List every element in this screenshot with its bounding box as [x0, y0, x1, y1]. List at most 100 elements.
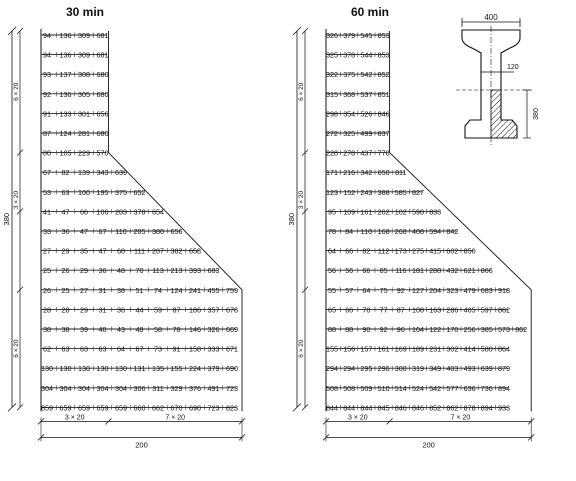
temperature-value: 323	[446, 286, 458, 295]
temperature-value: 94	[43, 31, 51, 40]
temperature-value: 139	[78, 168, 90, 177]
temperature-value: 131	[134, 364, 146, 373]
temperature-value: 309	[78, 51, 90, 60]
temperature-value: 859	[41, 403, 53, 412]
temperature-value: 256	[464, 325, 476, 334]
temperature-value: 594	[429, 227, 441, 236]
temperature-value: 92	[43, 90, 51, 99]
temperature-value: 295	[360, 364, 372, 373]
temperature-value: 322	[326, 70, 338, 79]
temperature-value: 36	[99, 266, 107, 275]
temperature-value: 852	[378, 70, 390, 79]
temperature-value: 90	[362, 325, 370, 334]
width-label: 200	[135, 440, 148, 449]
dimension-tick	[301, 286, 309, 294]
temperature-value: 82	[362, 247, 370, 256]
temperature-value: 158	[189, 345, 201, 354]
temperature-value: 662	[152, 403, 164, 412]
temperature-value: 96	[397, 325, 405, 334]
temperature-value: 680	[97, 70, 109, 79]
temperature-value: 27	[80, 286, 88, 295]
temperature-value: 170	[446, 325, 458, 334]
temperature-value: 778	[378, 149, 390, 158]
temperature-value: 67	[99, 227, 107, 236]
temperature-value: 878	[464, 403, 476, 412]
temperature-value: 57	[345, 286, 353, 295]
temperature-value: 136	[60, 31, 72, 40]
bottom-right-spacing-label: 7 × 20	[451, 414, 471, 421]
temperature-value: 311	[152, 384, 163, 393]
temperature-value: 56	[345, 266, 353, 275]
temperature-value: 70	[136, 266, 144, 275]
temperature-value: 155	[171, 364, 183, 373]
temperature-value: 82	[62, 168, 70, 177]
temperature-value: 111	[134, 247, 145, 256]
temperature-value: 639	[115, 168, 127, 177]
temperature-value: 36	[62, 227, 70, 236]
temperature-value: 43	[117, 325, 125, 334]
temperature-value: 894	[498, 384, 510, 393]
temperature-value: 80	[43, 149, 51, 158]
temperature-value: 108	[412, 305, 424, 314]
dimension-tick	[292, 403, 302, 412]
flange-width-label: 400	[484, 13, 498, 22]
temperature-value: 326	[326, 31, 338, 40]
temperature-value: 73	[154, 345, 162, 354]
temperature-value: 846	[395, 403, 407, 412]
temperature-value: 683	[481, 286, 493, 295]
temperature-value: 68	[117, 247, 125, 256]
temperature-value: 380	[152, 227, 164, 236]
temperature-value: 136	[60, 90, 72, 99]
temperature-value: 304	[97, 384, 109, 393]
temperature-value: 304	[60, 384, 72, 393]
temperature-value: 110	[361, 227, 372, 236]
temperature-value: 678	[226, 305, 238, 314]
temperature-value: 508	[343, 384, 355, 393]
temperature-value: 105	[60, 149, 72, 158]
temperature-value: 597	[481, 305, 493, 314]
temperature-value: 28	[43, 305, 51, 314]
temperature-value: 670	[171, 403, 183, 412]
height-label: 380	[2, 213, 11, 226]
temperature-value: 275	[412, 247, 424, 256]
temperature-value: 241	[189, 286, 201, 295]
temperature-value: 408	[412, 227, 424, 236]
temperature-value: 405	[464, 305, 476, 314]
temperature-value: 368	[343, 90, 355, 99]
temperature-value: 27	[43, 247, 51, 256]
dimension-tick	[16, 27, 24, 35]
temperature-value: 286	[446, 305, 458, 314]
temperature-value: 542	[429, 384, 441, 393]
temperature-value: 723	[226, 384, 238, 393]
bottom-spacing-label: 6 × 20	[298, 339, 305, 358]
temperature-value: 169	[395, 345, 407, 354]
temperature-value: 122	[429, 325, 441, 334]
temperature-value: 333	[208, 345, 220, 354]
temperature-value: 47	[62, 207, 70, 216]
temperature-value: 66	[345, 305, 353, 314]
temperature-value: 186	[189, 305, 201, 314]
temperature-value: 116	[395, 266, 406, 275]
temperature-value: 296	[378, 364, 390, 373]
temperature-value: 862	[498, 305, 510, 314]
temperature-value: 652	[134, 188, 146, 197]
temperature-value: 124	[60, 129, 72, 138]
temperature-value: 130	[41, 364, 53, 373]
temperature-value: 203	[115, 207, 127, 216]
temperature-value: 309	[78, 31, 90, 40]
girder-cross-section: 400 120 380	[456, 13, 540, 145]
temperature-value: 33	[43, 227, 51, 236]
temperature-value: 329	[171, 384, 183, 393]
temperature-value: 130	[60, 364, 72, 373]
dimension-tick	[7, 403, 17, 412]
temperature-value: 659	[97, 403, 109, 412]
temperature-value: 47	[80, 227, 88, 236]
temperature-value: 852	[429, 403, 441, 412]
temperature-value: 74	[154, 286, 162, 295]
temperature-value: 842	[446, 227, 458, 236]
temperature-value: 844	[326, 403, 338, 412]
temperature-value: 378	[134, 207, 146, 216]
temperature-value: 659	[78, 403, 90, 412]
temperature-value: 123	[326, 188, 338, 197]
